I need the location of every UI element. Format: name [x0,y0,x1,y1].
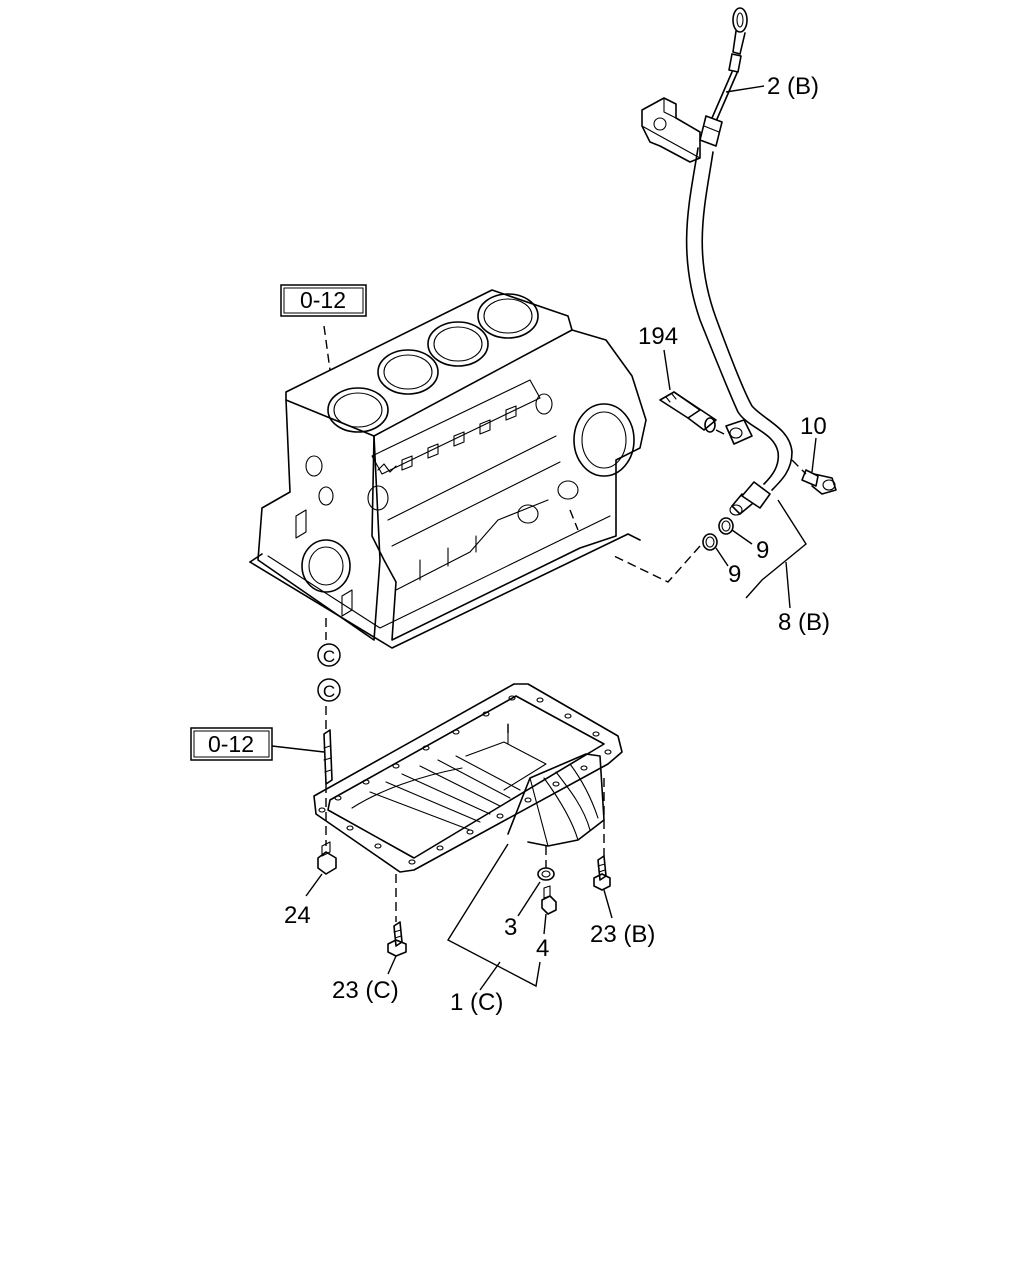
callout-plug-4[interactable]: 4 [536,935,549,962]
stud-194 [659,391,717,433]
callout-oring-9a[interactable]: 9 [756,537,769,564]
ref-box-block-label: 0-12 [300,287,346,313]
bolt-24 [317,841,337,875]
ref-box-pan[interactable]: 0-12 [190,727,273,761]
callout-dipstick[interactable]: 2 (B) [767,73,819,100]
bolt-23b [593,855,611,891]
callout-stud-194[interactable]: 194 [638,323,678,350]
callout-bolt-10[interactable]: 10 [800,413,827,440]
circle-marker-upper: C [317,643,341,667]
callout-leaders [271,85,817,991]
drain-plug-parts [537,867,557,915]
callout-bolt-23b[interactable]: 23 (B) [590,921,655,948]
callout-oring-9b[interactable]: 9 [728,561,741,588]
ref-box-pan-label: 0-12 [208,731,254,757]
callout-gasket-3[interactable]: 3 [504,914,517,941]
circle-marker-lower-label: C [323,682,335,701]
callout-oil-pan[interactable]: 1 (C) [450,989,503,1016]
callout-bolt-24[interactable]: 24 [284,902,311,929]
circle-marker-lower: C [317,678,341,702]
ref-box-block[interactable]: 0-12 [280,284,367,317]
bolt-10 [801,469,837,495]
cylinder-block [249,289,647,649]
callout-bolt-23c[interactable]: 23 (C) [332,977,399,1004]
circle-marker-upper-label: C [323,647,335,666]
oil-pan [313,683,623,873]
bolt-23c [387,921,407,957]
alignment-lines [323,325,807,922]
stud-pan [323,729,333,785]
o-rings-9 [702,517,734,551]
dipstick-assembly [641,7,793,516]
callout-tube-assy[interactable]: 8 (B) [778,609,830,636]
